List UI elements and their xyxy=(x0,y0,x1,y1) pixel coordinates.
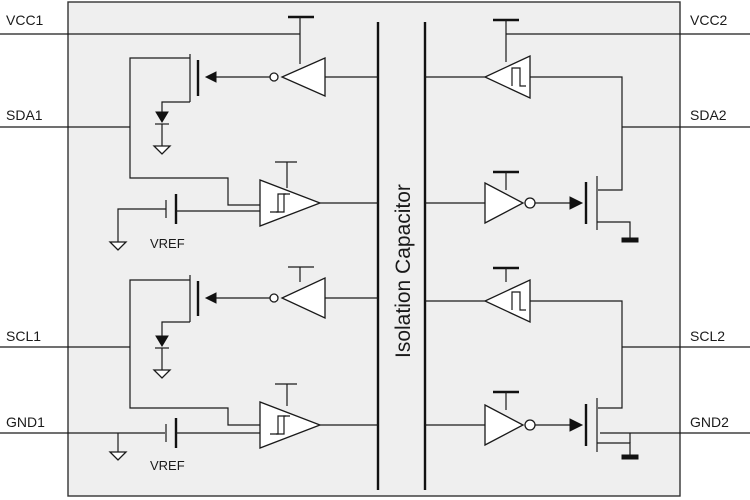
sda1-comparator xyxy=(259,179,322,227)
scl2-driver xyxy=(484,403,525,447)
pin-sda2: SDA2 xyxy=(690,107,727,123)
gnd1-ground-icon xyxy=(108,451,128,461)
sda2-mosfet-source xyxy=(597,221,631,240)
pin-scl1: SCL1 xyxy=(6,328,41,344)
vref1-label: VREF xyxy=(150,236,185,251)
scl1-hysteresis-icon xyxy=(270,415,286,435)
gnd2-ground-icon xyxy=(621,454,639,460)
pin-gnd1: GND1 xyxy=(6,414,45,430)
sda1-arrow-icon xyxy=(204,71,217,83)
scl1-arrow-icon xyxy=(204,292,217,304)
isolation-capacitor-label: Isolation Capacitor xyxy=(392,184,415,358)
scl2-bus-wire xyxy=(530,300,623,409)
scl1-bus-wire xyxy=(129,279,265,426)
sda2-arrow-icon xyxy=(569,196,584,210)
scl2-inverter-bubble xyxy=(524,419,536,431)
scl2-arrow-icon xyxy=(569,418,584,432)
scl2-hysteresis-icon xyxy=(511,291,526,311)
sda1-hysteresis-icon xyxy=(270,193,286,213)
scl1-inverter-bubble xyxy=(269,293,279,303)
scl1-ground-icon xyxy=(152,369,172,379)
chip-body xyxy=(67,1,681,497)
sda1-mosfet-source xyxy=(161,101,190,112)
sda2-inverter-bubble xyxy=(524,197,536,209)
sda1-bus-wire xyxy=(129,57,265,206)
sda1-ground-icon xyxy=(152,145,172,155)
vref2-label: VREF xyxy=(150,458,185,473)
pin-vcc2: VCC2 xyxy=(690,12,728,28)
scl1-mosfet-source xyxy=(161,321,190,336)
sda1-inverter-bubble xyxy=(269,72,279,82)
scl1-diode-icon xyxy=(155,335,169,347)
pin-sda1: SDA1 xyxy=(6,107,43,123)
pin-vcc1: VCC1 xyxy=(6,12,44,28)
pin-scl2: SCL2 xyxy=(690,328,725,344)
vref1-ground-wire xyxy=(117,208,166,242)
sda2-driver xyxy=(484,181,525,225)
vref1-ground-icon xyxy=(108,241,128,251)
pin-gnd2: GND2 xyxy=(690,414,729,430)
sda2-hysteresis-icon xyxy=(511,67,526,87)
sda1-diode-icon xyxy=(155,111,169,123)
sda2-ground-icon xyxy=(621,237,639,243)
scl1-comparator xyxy=(259,401,322,449)
sda2-bus-wire xyxy=(530,76,623,191)
